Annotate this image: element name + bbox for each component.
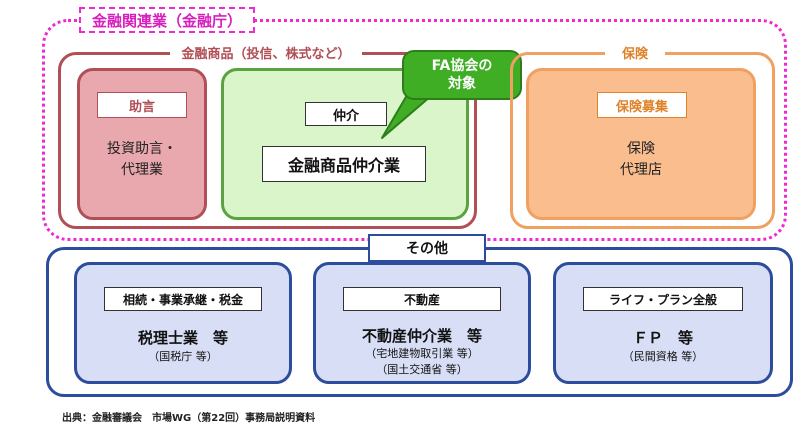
real-estate-card-sub1: （宅地建物取引業 等） [365,347,479,360]
insurance-agency-line1: 保険 [627,141,655,157]
insurance-agency-label: 保険募集 [597,92,687,118]
other-region-title: その他 [368,234,486,262]
advice-text-line1: 投資助言・ [107,141,177,157]
broker-label: 仲介 [305,102,387,126]
real-estate-card-sub2: （国土交通省 等） [376,363,468,376]
fa-callout-line2: 対象 [447,76,476,92]
advice-text: 投資助言・ 代理業 [77,130,207,190]
fp-card-label: ライフ・プラン全般 [583,287,743,311]
fp-card-sub: （民間資格 等） [622,350,704,363]
insurance-title: 保険 [605,42,665,62]
fa-callout-tail [381,90,439,139]
tax-card-label: 相続・事業承継・税金 [104,287,262,311]
real-estate-card [313,262,531,384]
fa-callout: FA協会の 対象 [402,50,522,100]
broker-text: 金融商品仲介業 [262,146,426,182]
source-note: 出典：金融審議会 市場WG（第22回）事務局説明資料 [62,412,316,424]
tax-card-sub: （国税庁 等） [148,350,218,363]
advice-label: 助言 [97,92,187,118]
insurance-agency-line2: 代理店 [620,162,662,178]
real-estate-card-label: 不動産 [343,287,501,311]
advice-text-line2: 代理業 [121,162,163,178]
financial-products-title: 金融商品（投信、株式など） [170,42,362,62]
fp-card [553,262,773,384]
finance-region-title: 金融関連業（金融庁） [79,7,255,33]
tax-card-main: 税理士業 等 [137,328,228,347]
insurance-agency-text: 保険 代理店 [526,130,756,190]
real-estate-card-main: 不動産仲介業 等 [361,326,482,345]
fa-callout-line1: FA協会の [431,58,493,74]
fp-card-main: ＦＰ 等 [632,328,693,347]
tax-card [74,262,292,384]
